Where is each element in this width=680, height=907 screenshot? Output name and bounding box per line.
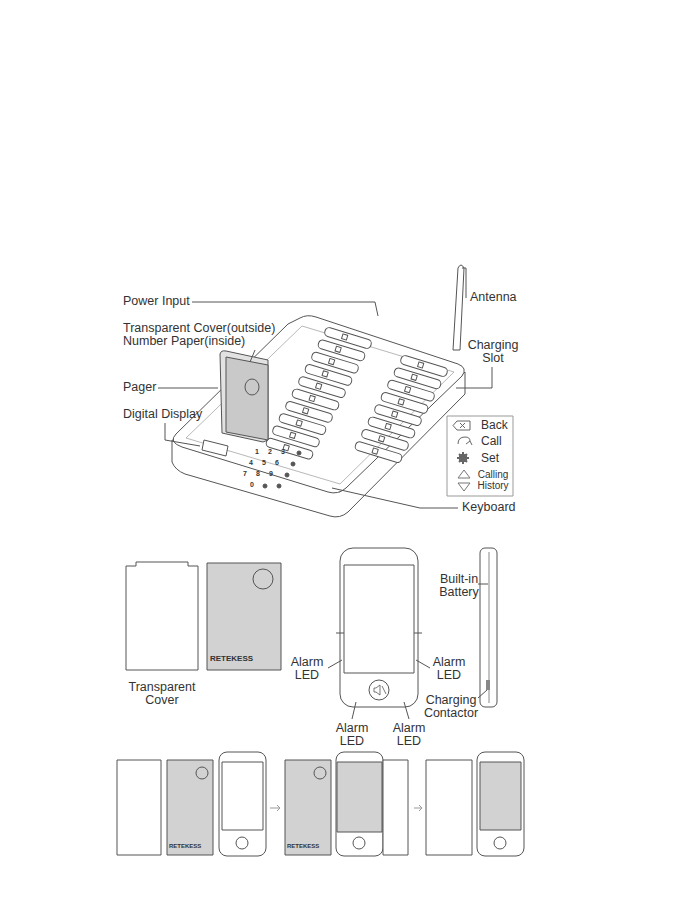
key-icon: [285, 473, 289, 477]
part-label: Alarm LED: [427, 656, 471, 682]
key-icon: [277, 484, 281, 488]
slot-contact: [316, 383, 322, 389]
legend-text: Back: [481, 419, 508, 432]
slot-contact: [418, 362, 424, 368]
key-digit: 9: [269, 470, 273, 477]
part-label: Power Input: [123, 295, 190, 308]
brand-logo: RETEKESS: [287, 843, 319, 849]
part-label: Built-in Battery: [432, 573, 486, 599]
key-digit: 6: [275, 459, 279, 466]
key-digit: 7: [243, 470, 247, 477]
key-digit: 0: [250, 481, 254, 488]
slot-contact: [392, 411, 398, 417]
slot-contact: [309, 395, 315, 401]
slot-contact: [296, 420, 302, 426]
slot-contact: [385, 423, 391, 429]
slot-contact: [398, 399, 404, 405]
key-digit: 8: [256, 470, 260, 477]
key-digit: 4: [249, 459, 253, 466]
slot-contact: [329, 358, 335, 364]
slot-contact: [342, 334, 348, 340]
key-digit: 1: [255, 448, 259, 455]
slot-contact: [379, 436, 385, 442]
legend-text: Calling History: [474, 470, 512, 491]
part-label: Alarm LED: [387, 722, 431, 748]
part-label: Alarm LED: [330, 722, 374, 748]
brand-logo: RETEKESS: [210, 655, 253, 663]
key-icon: [263, 484, 267, 488]
part-label: Pager: [123, 381, 156, 394]
slot-contact: [335, 346, 341, 352]
part-label: Charging Slot: [462, 339, 524, 365]
part-label: Keyboard: [462, 501, 516, 514]
legend-text: Call: [481, 435, 502, 448]
part-label: Transparent Cover: [120, 681, 204, 707]
key-icon: [297, 451, 301, 455]
part-label: Charging Contactor: [418, 694, 484, 720]
slot-contact: [290, 432, 296, 438]
key-digit: 3: [281, 448, 285, 455]
slot-contact: [303, 408, 309, 414]
charging-slot: [354, 441, 403, 464]
key-icon: [291, 462, 295, 466]
legend-text: Set: [481, 452, 499, 465]
charging-slot: [265, 437, 314, 460]
part-label: Antenna: [470, 291, 517, 304]
part-label: Alarm LED: [285, 656, 329, 682]
key-digit: 2: [268, 448, 272, 455]
slot-contact: [322, 371, 328, 377]
brand-logo: RETEKESS: [169, 843, 201, 849]
slot-contact: [411, 374, 417, 380]
part-label: Transparent Cover(outside) Number Paper(…: [123, 322, 291, 348]
slot-contact: [372, 448, 378, 454]
slot-contact: [405, 386, 411, 392]
key-digit: 5: [262, 459, 266, 466]
part-label: Digital Display: [123, 408, 202, 421]
